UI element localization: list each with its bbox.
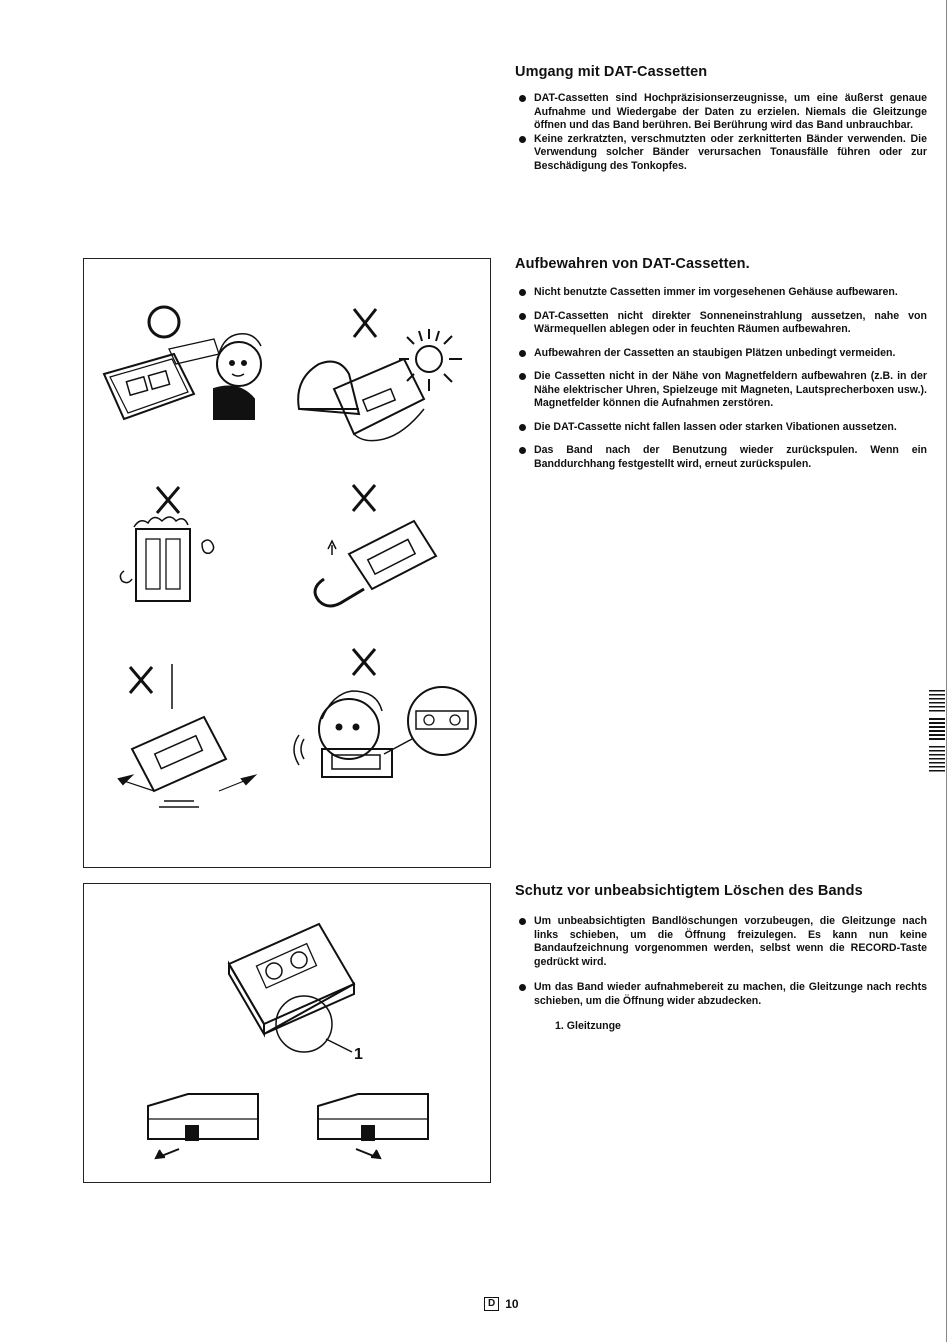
list-item: DAT-Cassetten sind Hochpräzisionserzeugn… bbox=[515, 92, 927, 133]
sun-icon bbox=[399, 329, 462, 391]
magnet-cassette-icon bbox=[313, 519, 438, 608]
prohibited-mark-icon bbox=[155, 486, 181, 514]
callout-line-icon bbox=[325, 1038, 353, 1053]
prohibited-mark-icon bbox=[351, 648, 377, 676]
ok-mark-icon bbox=[147, 305, 181, 339]
page-footer: D 10 bbox=[484, 1297, 519, 1311]
melted-cassette-icon bbox=[332, 357, 426, 442]
section-storage: Aufbewahren von DAT-Cassetten. Nicht ben… bbox=[515, 256, 927, 481]
write-protect-illustration: 1 bbox=[147, 922, 429, 1160]
iron-icon bbox=[297, 360, 361, 416]
list-item: Aufbewahren der Cassetten an staubigen P… bbox=[515, 347, 927, 361]
language-badge: D bbox=[484, 1297, 500, 1311]
list-item: DAT-Cassetten nicht direkter Sonneneinst… bbox=[515, 310, 927, 337]
prohibited-mark-icon bbox=[128, 666, 154, 694]
write-protect-illustration-frame: 1 bbox=[83, 883, 491, 1183]
cassette-in-case-icon bbox=[102, 338, 220, 421]
cassette-top-view-icon bbox=[227, 922, 356, 1038]
registration-marks-icon bbox=[929, 690, 945, 772]
tab-left-position-icon bbox=[147, 1093, 259, 1160]
section-title: Umgang mit DAT-Cassetten bbox=[515, 64, 708, 80]
detail-circle-icon bbox=[275, 995, 333, 1053]
dusty-cassette-icon bbox=[119, 516, 215, 602]
callout-number: 1 bbox=[354, 1046, 363, 1063]
storage-illustration bbox=[102, 305, 477, 808]
child-shaking-cassette-icon bbox=[293, 686, 477, 778]
tab-right-position-icon bbox=[317, 1093, 429, 1160]
prohibited-mark-icon bbox=[352, 308, 378, 338]
page-edge-line bbox=[946, 0, 947, 1342]
list-item: Das Band nach der Benutzung wieder zurüc… bbox=[515, 444, 927, 471]
section-erase-protection: Schutz vor unbeabsichtigtem Löschen des … bbox=[515, 883, 927, 1032]
list-item: Nicht benutzte Cassetten immer im vorges… bbox=[515, 286, 927, 300]
storage-illustration-frame bbox=[83, 258, 491, 868]
list-item: Um unbeabsichtigten Bandlöschungen vorzu… bbox=[515, 915, 927, 969]
list-item: Keine zerkratzten, verschmutzten oder ze… bbox=[515, 133, 927, 174]
section-title: Schutz vor unbeabsichtigtem Löschen des … bbox=[515, 883, 863, 899]
list-item: Um das Band wieder aufnahmebereit zu mac… bbox=[515, 981, 927, 1008]
list-item: Die Cassetten nicht in der Nähe von Magn… bbox=[515, 370, 927, 411]
list-item: Die DAT-Cassette nicht fallen lassen ode… bbox=[515, 421, 927, 435]
child-figure-icon bbox=[213, 333, 262, 420]
prohibited-mark-icon bbox=[351, 484, 377, 512]
section-title: Aufbewahren von DAT-Cassetten. bbox=[515, 256, 750, 272]
numbered-item-gleitzunge: 1. Gleitzunge bbox=[555, 1020, 621, 1032]
page-number: 10 bbox=[505, 1297, 519, 1311]
dropped-cassette-icon bbox=[117, 715, 258, 808]
section-handling: Umgang mit DAT-Cassetten DAT-Cassetten s… bbox=[515, 64, 927, 173]
